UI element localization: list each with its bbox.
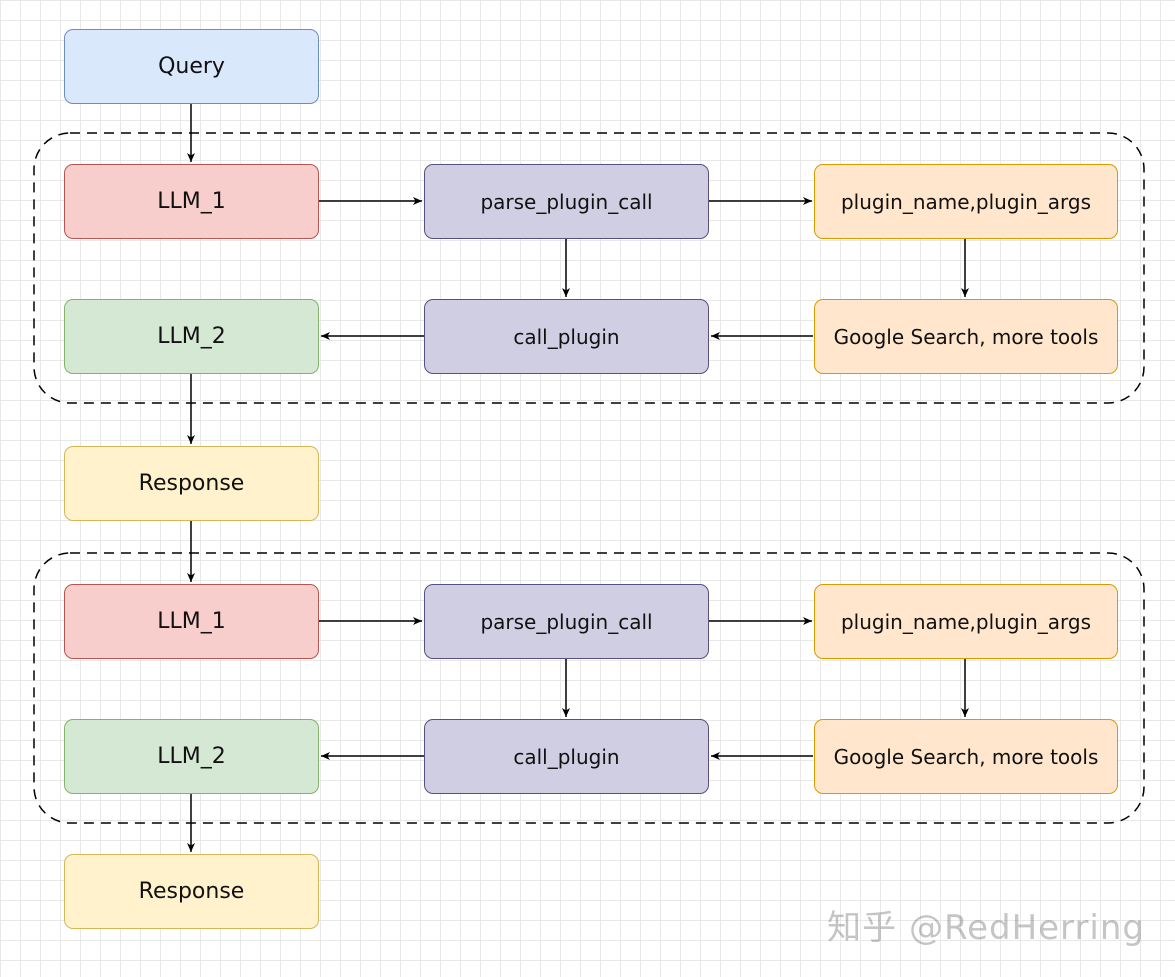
call-plugin-node[interactable]: call_plugin xyxy=(424,299,709,374)
loop-group-1 xyxy=(33,132,1145,404)
llm1-node[interactable]: LLM_1 xyxy=(64,164,319,239)
loop-group-2 xyxy=(33,552,1145,824)
parse-plugin-call-node[interactable]: parse_plugin_call xyxy=(424,584,709,659)
llm2-node[interactable]: LLM_2 xyxy=(64,299,319,374)
query-node[interactable]: Query xyxy=(64,29,319,104)
response-node[interactable]: Response xyxy=(64,854,319,929)
tools-node[interactable]: Google Search, more tools xyxy=(814,299,1118,374)
watermark: 知乎 @RedHerring xyxy=(827,908,1145,948)
plugin-info-node[interactable]: plugin_name,plugin_args xyxy=(814,584,1118,659)
parse-plugin-call-node[interactable]: parse_plugin_call xyxy=(424,164,709,239)
tools-node[interactable]: Google Search, more tools xyxy=(814,719,1118,794)
llm1-node[interactable]: LLM_1 xyxy=(64,584,319,659)
call-plugin-node[interactable]: call_plugin xyxy=(424,719,709,794)
response-node[interactable]: Response xyxy=(64,446,319,521)
llm2-node[interactable]: LLM_2 xyxy=(64,719,319,794)
plugin-info-node[interactable]: plugin_name,plugin_args xyxy=(814,164,1118,239)
